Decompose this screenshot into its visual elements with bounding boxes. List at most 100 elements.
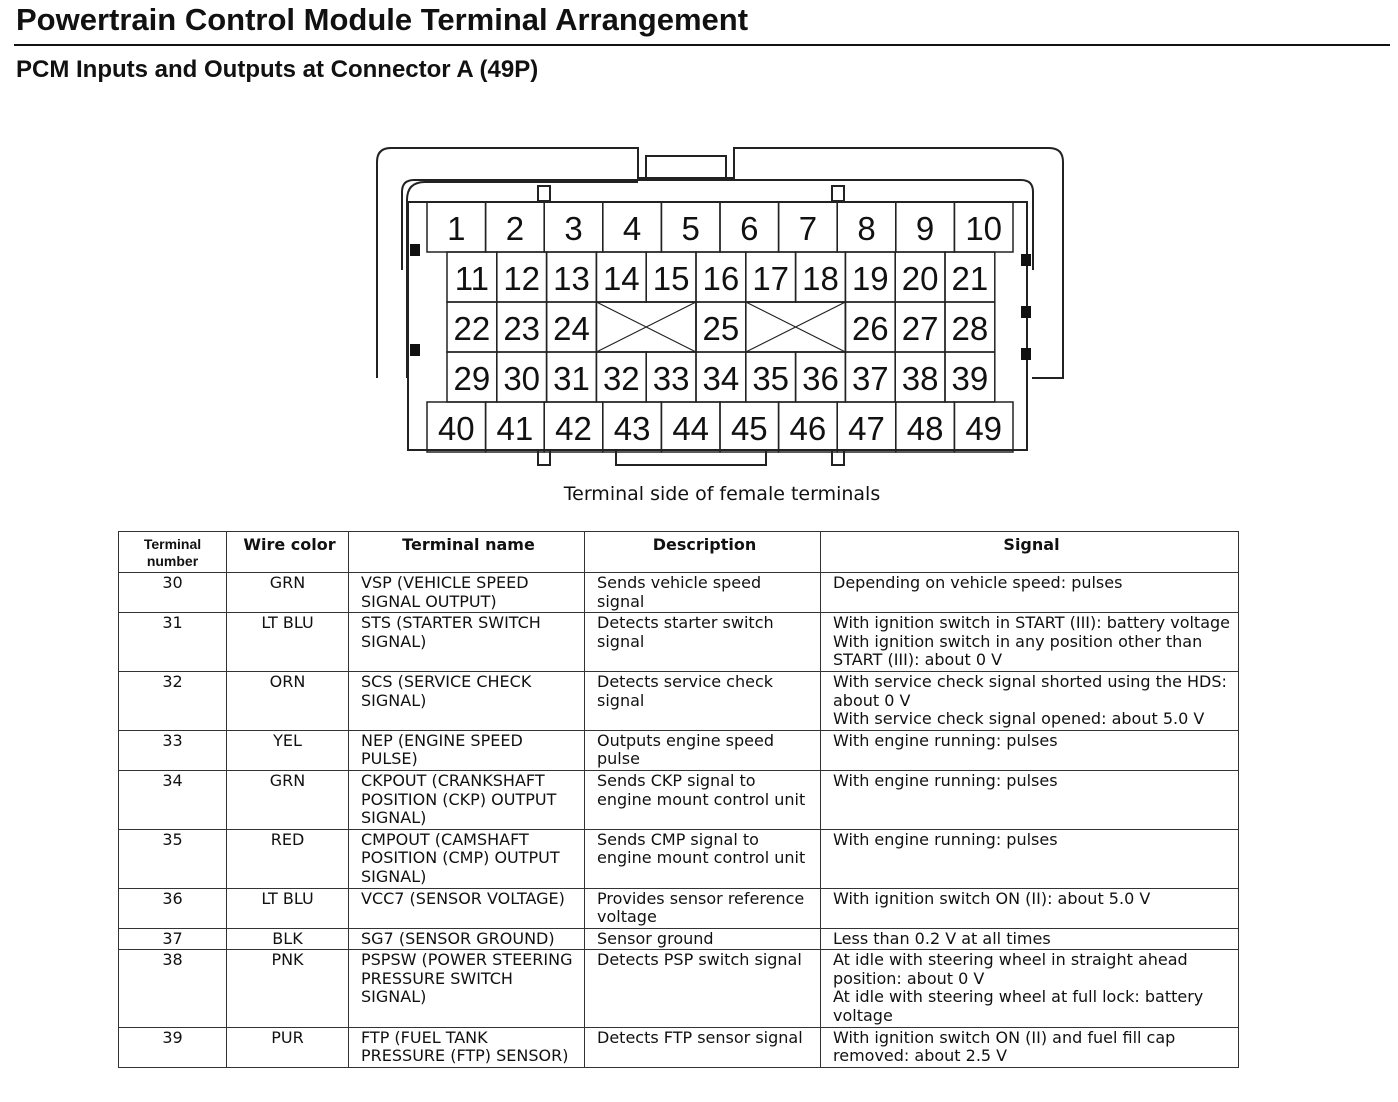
cell-wire-color: GRN [226,769,349,830]
cell-terminal-number: 38 [118,949,227,1028]
cell-terminal-name: STS (STARTER SWITCH SIGNAL) [348,612,585,672]
cell-terminal-number: 31 [118,612,227,672]
cell-signal: With service check signal shorted using … [820,670,1239,731]
pin-label: 44 [672,410,709,447]
pin-label: 36 [802,360,839,397]
pin-label: 20 [902,260,939,297]
header-terminal-number: Terminal number [118,531,227,573]
pin-label: 33 [653,360,690,397]
page-title: Powertrain Control Module Terminal Arran… [16,2,749,37]
title-divider [14,44,1390,46]
cell-terminal-name: CKPOUT (CRANKSHAFT POSITION (CKP) OUTPUT… [348,769,585,830]
page-subtitle: PCM Inputs and Outputs at Connector A (4… [16,56,539,83]
cell-terminal-number: 37 [118,927,227,951]
pin-label: 3 [564,210,582,247]
cell-wire-color: PUR [226,1026,349,1068]
pin-label: 49 [965,410,1002,447]
cell-description: Detects starter switch signal [584,612,821,672]
cell-wire-color: ORN [226,670,349,731]
blank-pin-cross [745,301,846,353]
signal-line: With engine running: pulses [833,730,1058,750]
pin-label: 13 [553,260,590,297]
pin-label: 4 [623,210,641,247]
cell-terminal-number: 39 [118,1026,227,1068]
pin-label: 39 [952,360,989,397]
pin-label: 6 [740,210,758,247]
cell-terminal-name: SG7 (SENSOR GROUND) [348,927,585,951]
cell-terminal-name: VSP (VEHICLE SPEED SIGNAL OUTPUT) [348,571,585,614]
pin-label: 42 [555,410,592,447]
cell-terminal-number: 33 [118,729,227,771]
cell-wire-color: LT BLU [226,887,349,929]
pin-label: 41 [497,410,534,447]
pin-label: 29 [454,360,491,397]
pin-label: 1 [447,210,465,247]
pin-label: 32 [603,360,640,397]
pin-label: 14 [603,260,640,297]
cell-signal: With engine running: pulses [820,828,1239,889]
cell-wire-color: RED [226,828,349,889]
pin-label: 45 [731,410,768,447]
pin-label: 16 [703,260,740,297]
pin-label: 34 [703,360,740,397]
cell-description: Sends vehicle speed signal [584,571,821,614]
pin-label: 25 [703,310,740,347]
header-wire-color: Wire color [226,531,349,573]
cell-description: Outputs engine speed pulse [584,729,821,771]
cell-terminal-name: NEP (ENGINE SPEED PULSE) [348,729,585,771]
cell-signal: At idle with steering wheel in straight … [820,949,1239,1028]
cell-wire-color: BLK [226,927,349,951]
cell-description: Detects FTP sensor signal [584,1026,821,1068]
cell-description: Provides sensor reference voltage [584,887,821,929]
cell-terminal-number: 32 [118,670,227,731]
pin-label: 19 [852,260,889,297]
signal-line: Depending on vehicle speed: pulses [833,573,1123,592]
pin-label: 23 [503,310,540,347]
pin-label: 27 [902,310,939,347]
signal-line: With engine running: pulses [833,770,1058,790]
cell-description: Detects service check signal [584,670,821,731]
signal-line: Less than 0.2 V at all times [833,928,1051,948]
pin-label: 11 [455,260,489,297]
signal-line: With ignition switch in any position oth… [833,631,1203,670]
blank-pin-cross [596,301,697,353]
connector-caption: Terminal side of female terminals [563,483,881,505]
pin-label: 22 [454,310,491,347]
cell-terminal-number: 36 [118,887,227,929]
header-signal: Signal [820,531,1239,573]
pin-label: 9 [916,210,934,247]
pin-label: 5 [682,210,700,247]
pin-label: 37 [852,360,889,397]
cell-signal: With ignition switch ON (II): about 5.0 … [820,887,1239,929]
signal-line: At idle with steering wheel at full lock… [833,987,1204,1026]
cell-wire-color: PNK [226,949,349,1028]
signal-line: With service check signal opened: about … [833,709,1205,729]
signal-line: With engine running: pulses [833,829,1058,849]
signal-line: With ignition switch ON (II): about 5.0 … [833,888,1151,908]
pin-label: 8 [857,210,875,247]
cell-signal: Less than 0.2 V at all times [820,927,1239,951]
pin-label: 24 [553,310,590,347]
pin-label: 21 [952,260,989,297]
pin-label: 17 [752,260,789,297]
table-header-row: Terminal number Wire color Terminal name… [118,531,1239,573]
pin-label: 12 [503,260,540,297]
cell-terminal-number: 34 [118,769,227,830]
pin-label: 28 [952,310,989,347]
terminal-table: Terminal number Wire color Terminal name… [118,531,1239,1068]
pin-label: 18 [802,260,839,297]
cell-terminal-name: SCS (SERVICE CHECK SIGNAL) [348,670,585,731]
pin-label: 35 [752,360,789,397]
pin-label: 10 [965,210,1002,247]
signal-line: With service check signal shorted using … [833,671,1227,710]
